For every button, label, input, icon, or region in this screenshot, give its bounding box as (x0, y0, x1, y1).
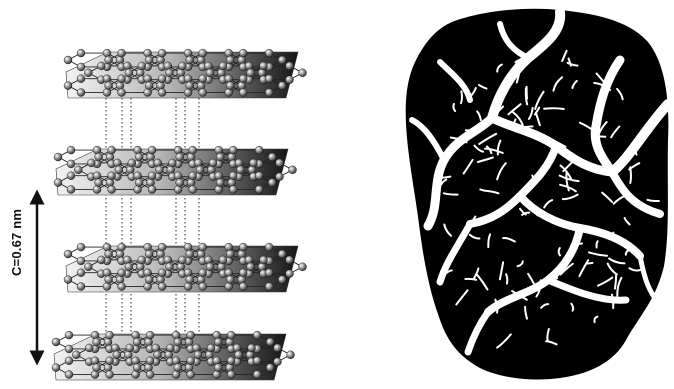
fine-crack (461, 91, 462, 103)
fine-crack (615, 275, 616, 288)
fine-crack (442, 177, 451, 178)
fine-crack (465, 279, 476, 280)
fine-crack (597, 241, 598, 247)
fine-crack (613, 233, 614, 240)
fine-crack (544, 108, 564, 109)
fine-crack (586, 263, 592, 264)
